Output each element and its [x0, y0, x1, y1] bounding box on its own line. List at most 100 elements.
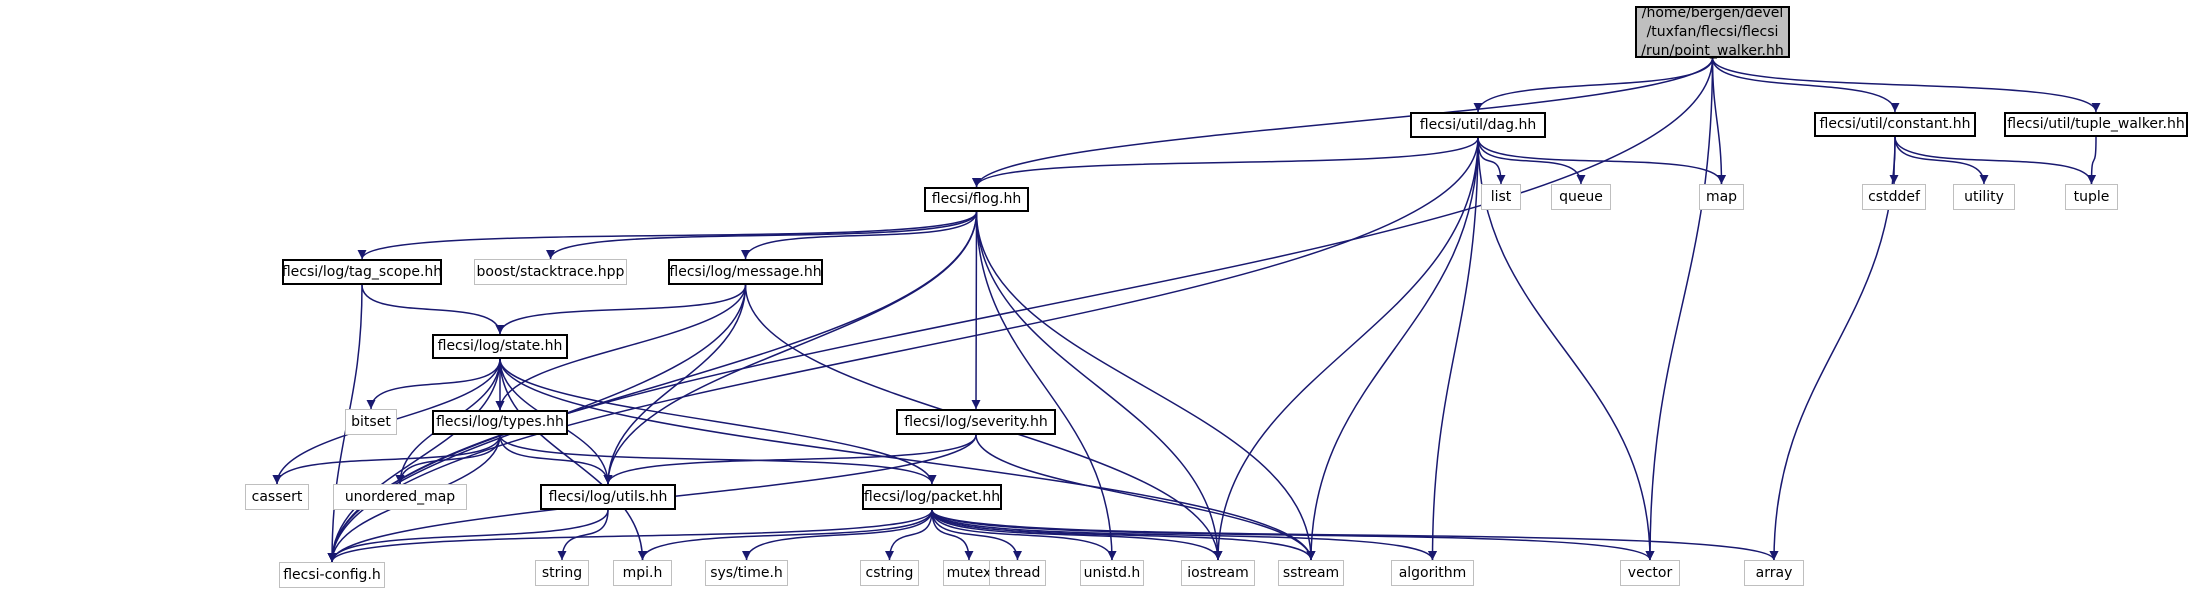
edge-severity-to-sstream — [975, 434, 1316, 561]
node-label: algorithm — [1398, 564, 1467, 581]
node-queue[interactable]: queue — [1551, 184, 1611, 210]
node-sstream[interactable]: sstream — [1278, 560, 1344, 586]
edge-packet-to-sstream — [931, 509, 1316, 561]
edge-packet-to-mpi — [638, 509, 933, 561]
node-label: map — [1705, 188, 1738, 205]
node-tag-scope[interactable]: flecsi/log/tag_scope.hh — [282, 259, 442, 285]
root-label-line-3: /run/point_walker.hh — [1641, 42, 1784, 59]
node-constant[interactable]: flecsi/util/constant.hh — [1814, 112, 1976, 137]
node-label: cstring — [865, 564, 914, 581]
node-mpi[interactable]: mpi.h — [613, 560, 672, 586]
node-label: flecsi/util/dag.hh — [1419, 116, 1537, 133]
edge-root-to-flog — [972, 57, 1714, 188]
root-label-line-1: /home/bergen/devel — [1641, 4, 1784, 21]
node-label: iostream — [1187, 564, 1249, 581]
node-sys-time[interactable]: sys/time.h — [705, 560, 788, 586]
node-label: mpi.h — [622, 564, 663, 581]
edge-types-to-packet — [499, 434, 937, 485]
edge-severity-to-utils — [603, 434, 977, 485]
node-label: sys/time.h — [710, 564, 783, 581]
node-map[interactable]: map — [1699, 184, 1744, 210]
node-iostream[interactable]: iostream — [1181, 560, 1255, 586]
edge-flog-to-unistd — [975, 211, 1117, 561]
edge-flog-to-sstream — [975, 211, 1316, 561]
node-severity[interactable]: flecsi/log/severity.hh — [896, 409, 1056, 435]
node-label: unordered_map — [344, 488, 456, 505]
node-label: flecsi-config.h — [283, 566, 381, 583]
node-bitset[interactable]: bitset — [345, 409, 397, 435]
edge-dag-to-iostream — [1213, 137, 1479, 561]
edge-types-to-utils — [499, 434, 613, 485]
node-root-point-walker[interactable]: /home/bergen/devel /tuxfan/flecsi/flecsi… — [1635, 4, 1790, 59]
node-cstring[interactable]: cstring — [860, 560, 919, 586]
node-string[interactable]: string — [535, 560, 589, 586]
edge-types-to-unordered_map — [395, 434, 501, 485]
node-label: thread — [994, 564, 1041, 581]
edge-state-to-bitset — [366, 358, 501, 410]
node-label: queue — [1559, 188, 1603, 205]
node-label: flecsi/log/utils.hh — [548, 488, 668, 505]
node-unistd[interactable]: unistd.h — [1080, 560, 1144, 586]
node-state[interactable]: flecsi/log/state.hh — [432, 334, 568, 359]
edge-packet-to-algorithm — [931, 509, 1437, 561]
edge-root-to-constant — [1711, 57, 1900, 113]
edge-packet-to-vector — [931, 509, 1655, 561]
edge-packet-to-iostream — [931, 509, 1223, 561]
node-thread[interactable]: thread — [989, 560, 1046, 586]
node-tuple[interactable]: tuple — [2065, 184, 2118, 210]
edge-packet-to-unistd — [931, 509, 1117, 561]
edge-flog-to-message — [741, 211, 978, 260]
edge-flog-to-severity — [971, 211, 981, 410]
edge-flog-to-stacktrace — [546, 211, 978, 260]
edge-dag-to-queue — [1477, 137, 1586, 185]
edge-state-to-config — [327, 358, 501, 563]
node-cstddef[interactable]: cstddef — [1862, 184, 1926, 210]
edge-state-to-mpi — [499, 358, 647, 561]
edge-packet-to-config — [327, 509, 933, 563]
node-utility[interactable]: utility — [1953, 184, 2015, 210]
node-flog[interactable]: flecsi/flog.hh — [924, 187, 1029, 212]
node-dag[interactable]: flecsi/util/dag.hh — [1410, 112, 1546, 138]
edge-types-to-cassert — [272, 434, 501, 485]
node-label: vector — [1627, 564, 1673, 581]
edge-root-to-dag — [1473, 57, 1714, 113]
node-stacktrace[interactable]: boost/stacktrace.hpp — [474, 259, 627, 285]
edge-tag_scope-to-state — [361, 284, 505, 335]
node-label: string — [541, 564, 583, 581]
node-flecsi-config[interactable]: flecsi-config.h — [279, 562, 385, 588]
node-label: unistd.h — [1083, 564, 1141, 581]
edge-message-to-state — [495, 284, 747, 335]
node-packet[interactable]: flecsi/log/packet.hh — [862, 484, 1002, 510]
edge-dag-to-sstream — [1306, 137, 1479, 561]
node-tuple-walker[interactable]: flecsi/util/tuple_walker.hh — [2004, 112, 2188, 137]
node-label: flecsi/log/message.hh — [669, 263, 822, 280]
edge-dag-to-algorithm — [1428, 137, 1479, 561]
node-label: flecsi/log/state.hh — [437, 338, 563, 354]
node-array[interactable]: array — [1744, 560, 1804, 586]
node-label: array — [1755, 564, 1793, 581]
edge-packet-to-systime — [742, 509, 933, 561]
edge-state-to-sstream — [499, 358, 1316, 561]
node-label: utility — [1964, 188, 2004, 205]
node-list[interactable]: list — [1481, 184, 1521, 210]
node-label: cstddef — [1868, 188, 1920, 205]
node-mutex[interactable]: mutex — [943, 560, 995, 586]
node-label: tuple — [2073, 188, 2110, 205]
node-types[interactable]: flecsi/log/types.hh — [432, 410, 568, 435]
node-label: bitset — [351, 413, 391, 430]
node-cassert[interactable]: cassert — [245, 484, 309, 510]
edge-tuple_walker-to-tuple — [2087, 136, 2097, 185]
node-utils[interactable]: flecsi/log/utils.hh — [540, 484, 676, 510]
node-algorithm[interactable]: algorithm — [1391, 560, 1474, 586]
node-label: flecsi/log/tag_scope.hh — [281, 263, 443, 280]
edge-root-to-map — [1711, 57, 1726, 185]
node-label: cassert — [251, 488, 303, 505]
node-message[interactable]: flecsi/log/message.hh — [668, 259, 823, 285]
edge-packet-to-mutex — [931, 509, 974, 561]
edge-utils-to-config — [327, 509, 609, 563]
node-vector[interactable]: vector — [1620, 560, 1680, 586]
root-label-line-2: /tuxfan/flecsi/flecsi — [1646, 23, 1779, 40]
node-label: flecsi/log/packet.hh — [863, 488, 1001, 505]
node-unordered-map[interactable]: unordered_map — [333, 484, 467, 510]
